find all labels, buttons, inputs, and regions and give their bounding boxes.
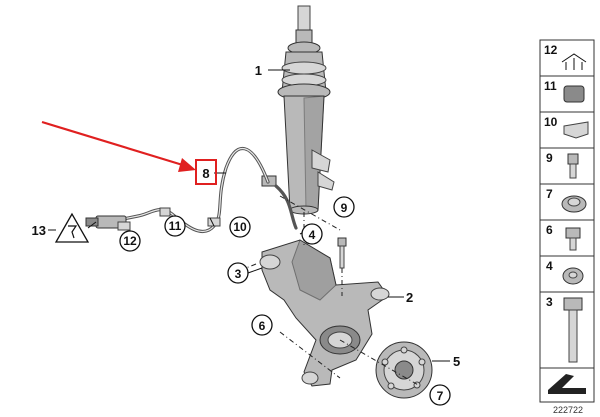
highlight-arrow — [41, 120, 196, 172]
sidebar-item-9[interactable]: 9 — [539, 147, 595, 185]
svg-text:7: 7 — [546, 187, 553, 201]
bracket-icon — [563, 121, 589, 139]
callout-2: 2 — [406, 290, 413, 305]
wheel-speed-sensor-cable — [85, 147, 298, 234]
callout-10: 10 — [233, 220, 247, 234]
callout-13: 13 — [32, 223, 46, 238]
callout-8: 8 — [202, 166, 209, 181]
callout-3: 3 — [235, 267, 242, 281]
electrical-connector-symbol — [54, 212, 97, 243]
sidebar-item-3[interactable]: 3 — [539, 291, 595, 369]
wheel-hub — [375, 341, 433, 399]
cable-holder-icon — [563, 85, 585, 103]
clip-icon — [561, 53, 587, 70]
bolt-part-9 — [337, 237, 347, 269]
callout-4: 4 — [309, 228, 316, 242]
svg-text:12: 12 — [544, 43, 558, 57]
callouts: 1 2 3 4 5 6 7 8 9 10 11 12 13 — [32, 63, 460, 406]
sidebar-item-12[interactable]: 12 — [539, 39, 595, 77]
callout-8-highlight-box — [195, 159, 217, 185]
svg-text:6: 6 — [546, 223, 553, 237]
callout-6: 6 — [259, 319, 266, 333]
callout-11: 11 — [169, 219, 182, 233]
svg-text:10: 10 — [544, 115, 558, 129]
steering-knuckle — [259, 239, 390, 387]
sidebar-item-10[interactable]: 10 — [539, 111, 595, 149]
sidebar-item-6[interactable]: 6 — [539, 219, 595, 257]
sidebar-item-7[interactable]: 7 — [539, 183, 595, 221]
callout-5: 5 — [453, 354, 460, 369]
callout-9: 9 — [341, 201, 348, 215]
sidebar-arrow-cell[interactable] — [539, 367, 595, 403]
svg-text:9: 9 — [546, 151, 553, 165]
hex-bolt-icon — [565, 227, 581, 239]
callout-7: 7 — [437, 389, 444, 403]
image-number: 222722 — [553, 405, 583, 415]
long-bolt-icon — [563, 297, 583, 311]
sidebar-item-4[interactable]: 4 — [539, 255, 595, 293]
bolt-icon — [567, 153, 579, 165]
callout-1: 1 — [255, 63, 262, 78]
callout-12: 12 — [123, 234, 137, 248]
svg-text:4: 4 — [546, 259, 553, 273]
sidebar-item-11[interactable]: 11 — [539, 75, 595, 113]
parts-sidebar: 12 11 10 9 7 — [539, 39, 595, 415]
direction-arrow-icon — [548, 374, 586, 394]
svg-text:3: 3 — [546, 295, 553, 309]
strut-assembly — [261, 5, 335, 215]
svg-text:11: 11 — [544, 79, 557, 93]
